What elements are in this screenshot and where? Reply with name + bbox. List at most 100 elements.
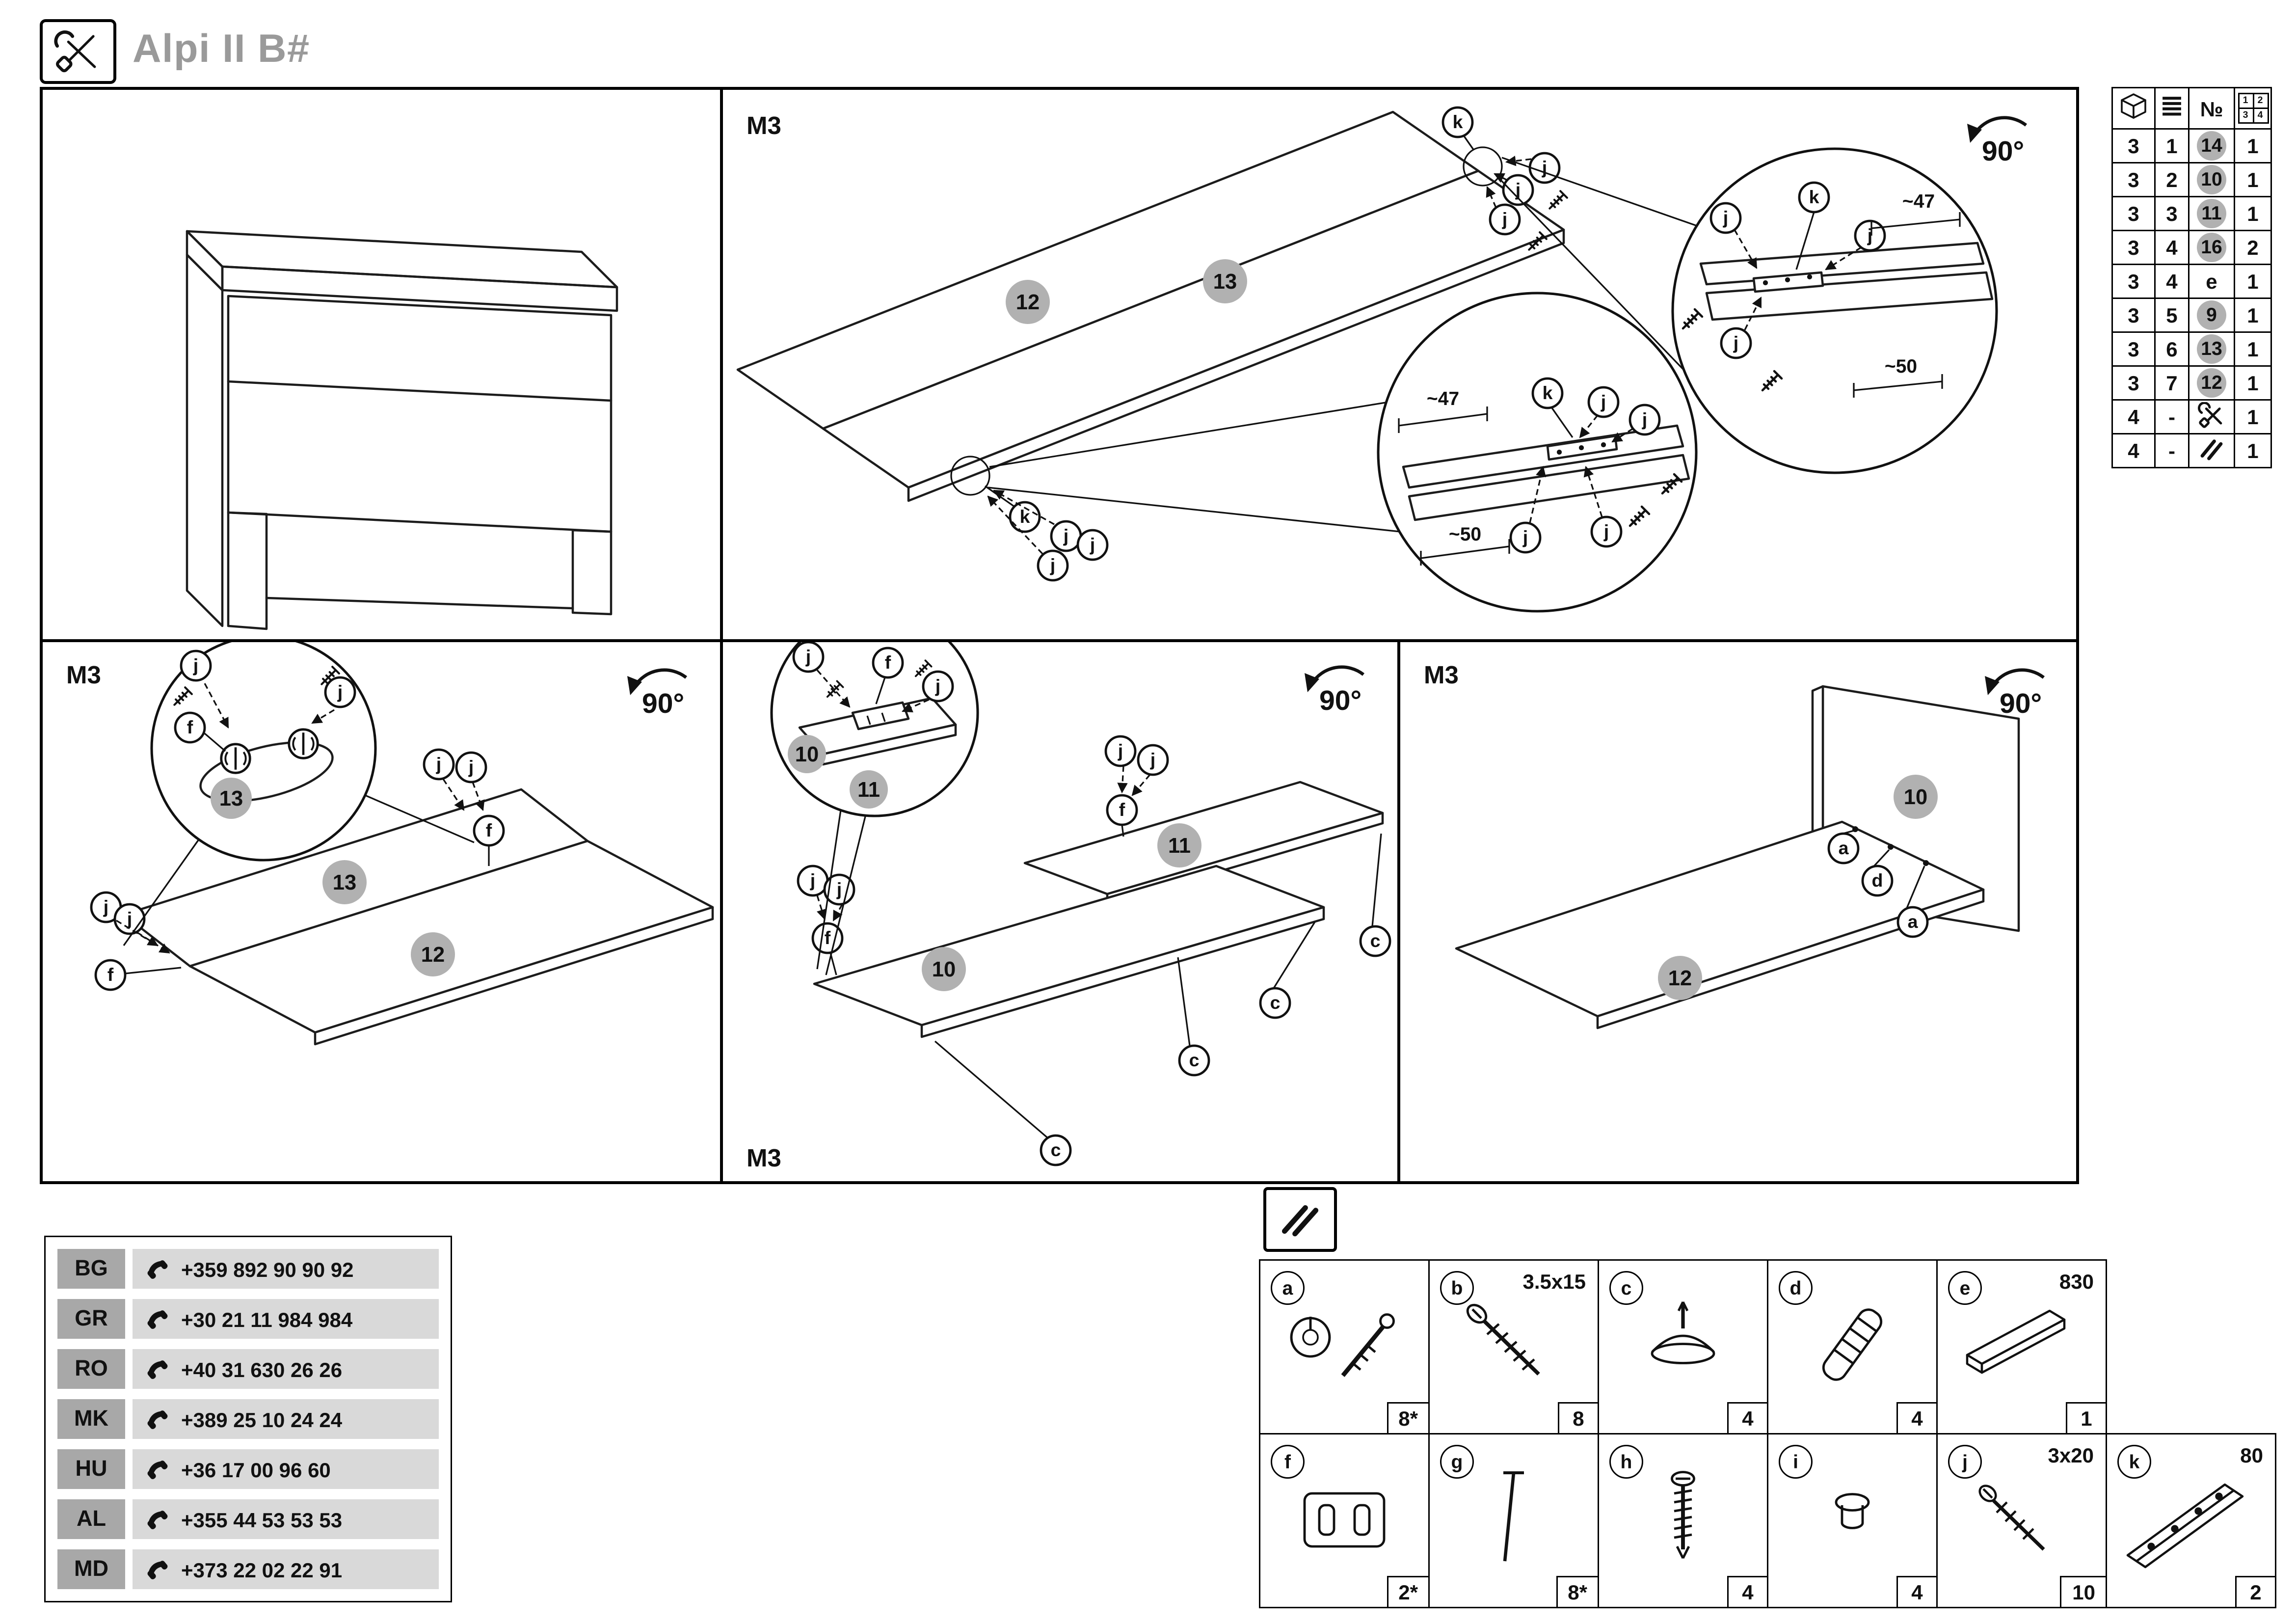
part-badge-13: 13 [322,860,367,904]
phone-number: +373 22 02 22 91 [181,1557,343,1581]
panel-divider [43,639,2076,642]
svg-text:j: j [1723,207,1728,228]
svg-text:~47: ~47 [1902,191,1935,212]
scale-label: M3 [747,1144,781,1172]
svg-text:f: f [885,652,891,673]
hinge-logo-box [1263,1187,1337,1252]
svg-text:j: j [1867,225,1872,245]
part-letter: g [1440,1445,1474,1479]
fastener-j: j [423,748,455,781]
svg-text:11: 11 [857,778,880,802]
part-cell-d: d 4 [1767,1259,1938,1435]
fastener-j: j [922,670,954,703]
svg-text:11: 11 [1168,834,1191,858]
step-panel-dowels: M3 10 12 a d a [1424,661,2076,1029]
part-badge-12: 12 [1006,280,1050,324]
dimension-47: ~47 [1870,191,1961,236]
svg-text:k: k [1020,506,1030,527]
long-screw-icon [1671,1471,1695,1559]
part-cell-b: b 3.5x15 8 [1428,1259,1599,1435]
fastener-d: d [1861,865,1894,897]
screw-glyph [1549,191,1567,208]
fastener-f: f [1106,794,1138,826]
fastener-c: c [1359,925,1391,957]
fastener-j: j [1502,174,1534,206]
part-badge-11: 11 [1157,823,1201,867]
tools-icon [54,30,96,73]
part-size: 80 [2240,1443,2263,1467]
phone-icon [144,1306,171,1332]
part-letter: f [1271,1445,1305,1479]
overview-panel [186,230,618,630]
hinge-callout-right: k j j j [1442,106,1567,250]
phone-number: +40 31 630 26 26 [181,1357,343,1381]
detail-bubble-left: k j j j j ~47 ~50 [1377,292,1698,613]
part-cell-a: a 8* [1259,1259,1430,1435]
fastener-j: j [1590,515,1623,548]
fastener-k: k [1009,501,1041,533]
phone-number: +359 892 90 90 92 [181,1257,354,1281]
part-letter: k [2117,1445,2151,1479]
country-code: BG [57,1249,125,1289]
fastener-j: j [797,865,829,897]
country-code: HU [57,1449,125,1489]
svg-text:12: 12 [1016,291,1040,314]
cam-callout-left: j j f [90,891,182,991]
magnetic-catch [851,701,910,731]
fastener-j: j [180,650,212,682]
phone-icon [144,1356,171,1382]
tools-icon [2188,399,2235,434]
part-qty: 4 [1727,1576,1767,1607]
svg-text:~50: ~50 [1449,524,1481,545]
part-badge-10: 10 [922,947,966,991]
plastic-cap-icon [1835,1493,1870,1529]
scale-label: M3 [66,661,101,689]
part-cell-c: c 4 [1598,1259,1768,1435]
fastener-j: j [1709,202,1742,234]
svg-text:a: a [1908,911,1919,932]
phone-icon [144,1556,171,1583]
country-code: RO [57,1349,125,1389]
svg-text:12: 12 [421,943,445,967]
fastener-j: j [113,903,146,935]
part-letter: c [1609,1271,1643,1305]
catch-callout-left: j j f [797,865,855,975]
phone-number: +355 44 53 53 53 [181,1507,343,1531]
phone-row: AL +355 44 53 53 53 [57,1499,439,1539]
fastener-k: k [1531,377,1564,409]
svg-text:j: j [810,870,815,891]
boards-12-13 [736,110,1565,502]
fastener-k: k [1798,181,1830,214]
svg-text:10: 10 [1904,785,1927,809]
part-letter: h [1609,1445,1643,1479]
phone-row: MD +373 22 02 22 91 [57,1549,439,1589]
cam-bolt-icon [1290,1313,1395,1377]
country-code: MD [57,1549,125,1589]
svg-text:~50: ~50 [1885,356,1917,377]
svg-text:j: j [127,908,132,929]
phone-row: BG +359 892 90 90 92 [57,1249,439,1289]
board-10 [813,865,1325,1038]
fastener-j: j [1050,520,1082,552]
svg-text:f: f [107,964,114,985]
country-code: GR [57,1299,125,1339]
sheet-stack-icon [2154,87,2189,130]
svg-text:j: j [193,655,198,676]
part-cell-k: k 80 2 [2106,1433,2276,1608]
fastener-j: j [455,751,487,784]
hinge-icon [1281,1205,1319,1237]
part-badge-11: 11 [850,770,888,809]
phone-icon [144,1506,171,1533]
rotate-90-icon [1305,667,1363,716]
fastener-c: c [1178,1044,1210,1077]
fastener-f: f [174,711,206,744]
fastener-j: j [1076,529,1109,561]
fastener-j: j [1489,203,1521,236]
part-letter: b [1440,1271,1474,1305]
fastener-j: j [792,642,825,673]
step-panel-glides: M3 11 10 j j f j j f [747,642,1391,1172]
